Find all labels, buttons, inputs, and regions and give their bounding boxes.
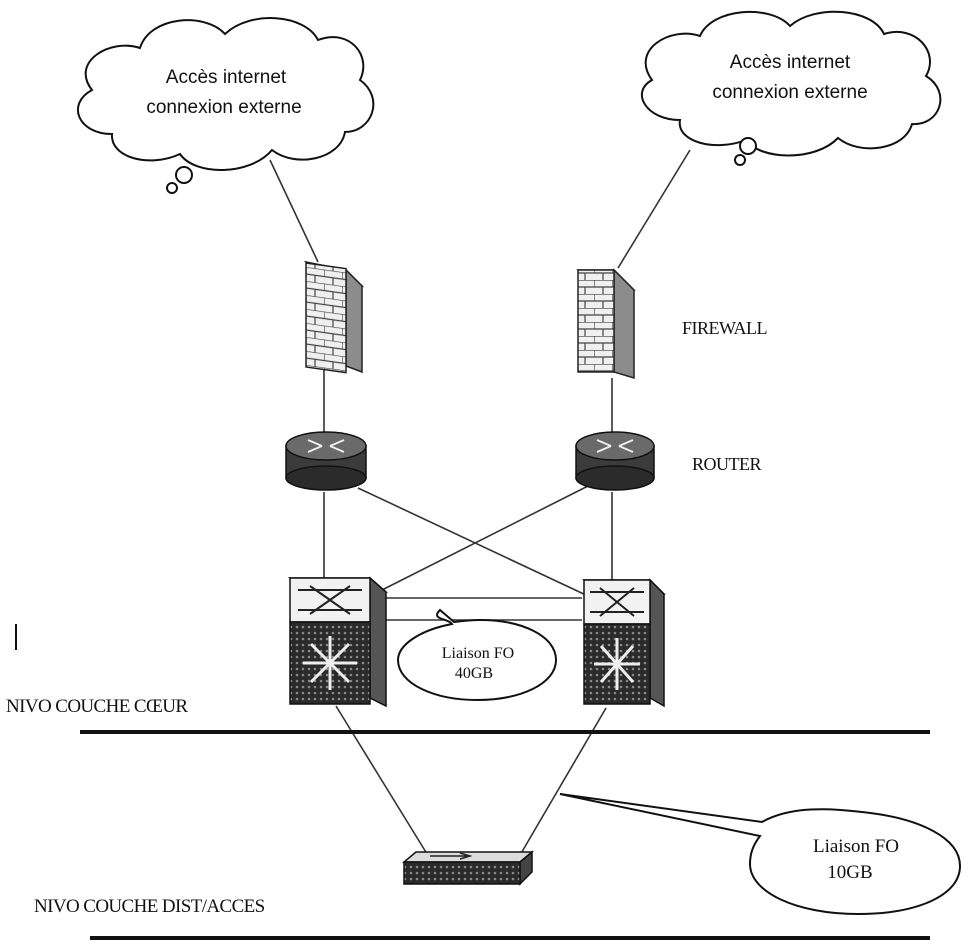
callout-fo-40-line1: Liaison FO xyxy=(442,645,514,662)
callout-fo-10-line2: 10GB xyxy=(827,862,872,883)
core-switch-right-icon xyxy=(582,578,666,708)
core-switch-left-icon xyxy=(288,576,388,708)
cloud-left-line2: connexion externe xyxy=(146,97,301,118)
links xyxy=(269,149,691,863)
callout-fo-10-line1: Liaison FO xyxy=(813,836,899,857)
router-right-icon xyxy=(575,431,655,491)
dist-layer-label: NIVO COUCHE DIST/ACCES xyxy=(34,896,265,917)
core-layer-label: NIVO COUCHE CŒUR xyxy=(6,696,188,717)
access-switch-icon xyxy=(401,850,535,886)
firewall-left-icon xyxy=(303,260,365,374)
callout-fo-10: Liaison FO 10GB xyxy=(559,793,962,916)
link-router-right-core-left xyxy=(381,485,589,591)
router-left-icon xyxy=(285,431,367,491)
cloud-right-line2: connexion externe xyxy=(712,82,867,103)
callout-fo-40: Liaison FO 40GB xyxy=(396,608,558,702)
cloud-left-line1: Accès internet xyxy=(166,67,287,88)
firewall-right-icon xyxy=(576,268,636,380)
callout-fo-40-line2: 40GB xyxy=(455,665,493,682)
cloud-right-line1: Accès internet xyxy=(730,52,851,73)
link-router-left-core-right xyxy=(357,487,589,597)
firewall-label: FIREWALL xyxy=(682,318,767,338)
link-cloud-left-firewall xyxy=(269,159,319,263)
link-cloud-right-firewall xyxy=(617,149,691,269)
link-core-left-access xyxy=(335,705,433,863)
cloud-left: Accès internet connexion externe xyxy=(77,17,375,194)
cloud-right: Accès internet connexion externe xyxy=(640,10,942,166)
router-label: ROUTER xyxy=(692,454,761,474)
